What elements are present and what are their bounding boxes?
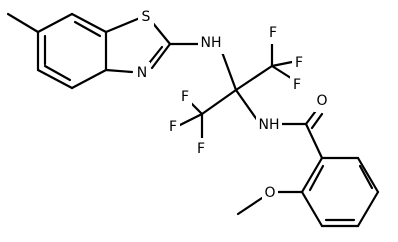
bond (220, 50, 238, 92)
atom-label: F (269, 25, 277, 41)
atom-label: O (316, 93, 327, 109)
thiazole-nitrogen-atom: N (134, 62, 150, 84)
atom-label: F (293, 77, 301, 93)
atom-label: F (197, 141, 205, 157)
sulfur-atom: S (138, 6, 154, 28)
bond (104, 68, 134, 74)
bond (200, 88, 238, 116)
fluorine-atom: F (290, 74, 304, 96)
bond (310, 112, 324, 130)
bond (300, 190, 324, 228)
atom-label: N (137, 65, 147, 81)
bond (356, 190, 380, 228)
atom-label: O (264, 185, 275, 201)
bond (6, 12, 40, 34)
bonds (6, 12, 380, 228)
atom-label: S (142, 9, 151, 25)
bond (70, 12, 108, 34)
bond (104, 16, 142, 34)
bond (358, 164, 374, 190)
atom-label: F (169, 119, 177, 135)
bond (236, 196, 264, 216)
bond (176, 112, 204, 128)
bond (73, 20, 102, 38)
bond (36, 68, 74, 90)
bond (234, 64, 274, 92)
bond (300, 156, 324, 194)
atom-labels: S N NH NH O O F F (134, 6, 330, 204)
fluorine-atom: F (166, 116, 180, 138)
bond (150, 42, 172, 70)
atom-label: NH (201, 35, 222, 51)
fluorine-atom: F (178, 86, 192, 108)
fluorine-atom: F (292, 52, 306, 74)
atom-label: F (181, 89, 189, 105)
fluorine-atom: F (266, 22, 280, 44)
bond (36, 12, 74, 34)
bond (150, 20, 172, 46)
carbonyl-oxygen-atom: O (314, 90, 330, 112)
bond (308, 164, 325, 192)
atom-label: F (295, 55, 303, 71)
bond (304, 122, 324, 160)
bond (356, 156, 380, 194)
atom-label: NH (259, 117, 280, 133)
bond (70, 68, 108, 90)
amide-nh-group: NH (256, 114, 282, 136)
methoxy-oxygen-atom: O (262, 182, 278, 204)
bond (270, 60, 294, 68)
fluorine-atom: F (194, 138, 208, 160)
amine-nh-group: NH (198, 32, 224, 54)
bond (43, 64, 72, 82)
